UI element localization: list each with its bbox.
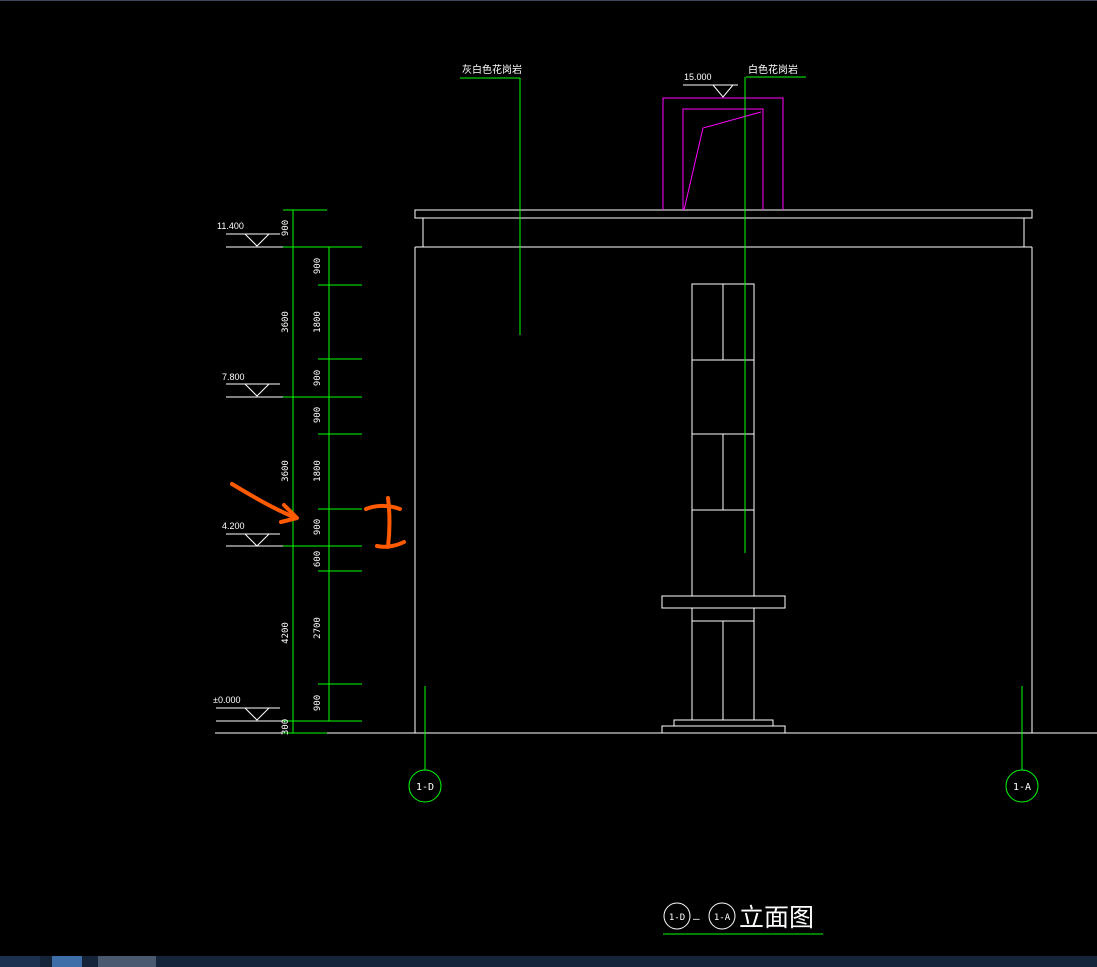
building-outline	[414, 209, 1033, 733]
material-note-label: 灰白色花岗岩	[462, 63, 522, 76]
level-marker-4200: 4.200	[222, 521, 283, 547]
title-axis-from: 1-D	[669, 913, 685, 923]
dimension-label: 600	[313, 551, 323, 567]
annotation-arrow-head	[279, 503, 299, 524]
level-marker-0000: ±0.000	[213, 695, 283, 722]
top-elevation-label: 15.000	[684, 72, 712, 82]
dimension-label: 4200	[281, 622, 291, 644]
annotation-arrow	[230, 482, 298, 520]
dimension-label: 900	[313, 519, 323, 535]
dimension-label: 300	[281, 719, 291, 735]
roof-parapet	[662, 97, 784, 211]
material-note-white-granite: 白色花岗岩	[744, 63, 806, 553]
window-strip	[661, 283, 786, 734]
dimension-label: 3600	[281, 311, 291, 333]
top-elevation-mark: 15.000	[683, 72, 738, 98]
window-top-edge	[0, 0, 1097, 1]
hand-annotation	[230, 482, 406, 549]
dimension-label: 900	[313, 258, 323, 274]
material-note-grey-granite: 灰白色花岗岩	[460, 63, 522, 335]
taskbar-item[interactable]	[98, 956, 156, 967]
dimension-label: 900	[313, 695, 323, 711]
axis-marker-label: 1-D	[416, 782, 434, 793]
level-marker-label: 11.400	[217, 221, 244, 231]
level-marker-7800: 7.800	[222, 372, 283, 398]
dimension-label: 1800	[313, 460, 323, 482]
level-marker-label: ±0.000	[213, 695, 240, 705]
dimension-label: 900	[313, 370, 323, 386]
taskbar	[0, 956, 1097, 967]
level-marker-label: 7.800	[222, 372, 245, 382]
annotation-bracket	[364, 496, 406, 549]
roof-slab	[414, 209, 1033, 219]
level-marker-11400: 11.400	[217, 221, 283, 248]
entrance-step-lower	[661, 725, 786, 734]
dimension-chains	[283, 209, 362, 734]
dimension-label: 900	[313, 407, 323, 423]
dimension-label: 900	[281, 220, 291, 236]
taskbar-item[interactable]	[0, 956, 40, 967]
dimension-label: 2700	[313, 617, 323, 639]
dimension-label: 1800	[313, 311, 323, 333]
taskbar-item[interactable]	[52, 956, 82, 967]
canopy-slab	[661, 595, 786, 609]
roof-fascia	[422, 217, 1025, 248]
axis-marker-1d[interactable]: 1-D	[408, 686, 442, 803]
axis-marker-label: 1-A	[1013, 782, 1031, 793]
outer-dimension-labels: 900 3600 3600 4200 300	[281, 220, 291, 735]
level-marker-label: 4.200	[222, 521, 245, 531]
drawing-title-block: 1-D — 1-A 立面图	[663, 902, 823, 935]
dimension-label: 3600	[281, 460, 291, 482]
axis-marker-1a[interactable]: 1-A	[1005, 686, 1039, 803]
title-axis-to: 1-A	[714, 913, 731, 923]
drawing-title: 立面图	[739, 903, 814, 932]
entrance-step-upper	[673, 719, 774, 727]
title-dash: —	[693, 912, 700, 925]
material-note-label: 白色花岗岩	[748, 63, 798, 76]
inner-dimension-labels: 900 1800 900 900 1800 900 600 2700 900	[313, 258, 323, 711]
